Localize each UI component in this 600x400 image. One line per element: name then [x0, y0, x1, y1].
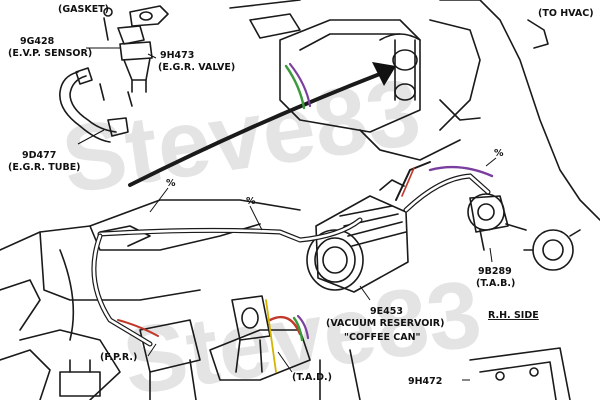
label-evp-part: 9G428: [20, 36, 55, 47]
hose-reservoir-up: [395, 161, 431, 201]
label-reservoir-name: (VACUUM RESERVOIR): [326, 318, 444, 329]
tab-valve-drawing: [467, 193, 581, 271]
hose-purple-3: [296, 314, 310, 340]
label-reservoir-part: 9E453: [370, 306, 403, 317]
pointer-arrowhead: [372, 62, 396, 86]
plenum-drawing: [229, 0, 600, 221]
vacuum-hoses: [91, 62, 494, 373]
leader-lines: [77, 47, 497, 381]
label-fpr: (F.P.R.): [100, 352, 137, 363]
label-egr-valve-name: (E.G.R. VALVE): [158, 62, 235, 73]
hose-purple-2: [288, 62, 312, 108]
label-egr-tube-part: 9D477: [22, 150, 56, 161]
label-egr-tube-name: (E.G.R. TUBE): [8, 162, 81, 173]
engine-block-drawing: [0, 199, 361, 400]
label-gasket: (GASKET): [58, 4, 109, 15]
labels: (GASKET) (TO HVAC) 9G428 (E.V.P. SENSOR)…: [8, 4, 594, 387]
label-bracket-part: 9H472: [408, 376, 442, 387]
label-tab-part: 9B289: [478, 266, 512, 277]
vacuum-reservoir-drawing: [306, 179, 409, 293]
label-rh-side: R.H. SIDE: [488, 310, 539, 321]
label-egr-valve-part: 9H473: [160, 50, 194, 61]
egr-valve-drawing: [103, 5, 169, 93]
label-to-hvac: (TO HVAC): [538, 8, 594, 19]
label-percent-1: %: [166, 178, 176, 189]
hose-purple: [428, 165, 494, 178]
hvac-port-drawing: [527, 19, 549, 49]
label-percent-3: %: [494, 148, 504, 159]
label-tad: (T.A.D.): [292, 372, 332, 383]
hose-green: [284, 64, 306, 110]
hose-red-2: [117, 319, 159, 337]
bracket-drawing: [469, 347, 571, 400]
egr-tube-drawing: [59, 67, 133, 143]
hose-red: [268, 315, 302, 336]
label-reservoir-alias: "COFFEE CAN": [344, 332, 421, 343]
pointer-arrow: [128, 68, 392, 187]
hose-red-3: [401, 167, 415, 197]
label-percent-2: %: [246, 196, 256, 207]
label-evp-name: (E.V.P. SENSOR): [8, 48, 92, 59]
hose-green-2: [292, 316, 304, 342]
label-tab-name: (T.A.B.): [476, 278, 515, 289]
hose-yellow: [265, 299, 277, 373]
